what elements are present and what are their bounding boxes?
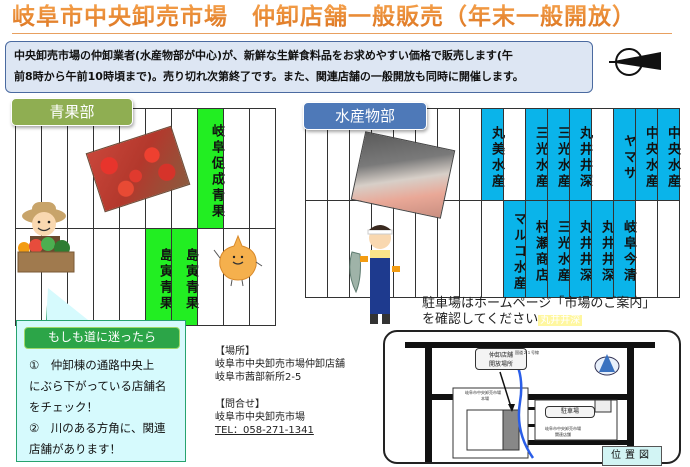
fish-stall: 三光水産: [525, 108, 548, 201]
map-label-related-l2: 関連店舗: [555, 432, 571, 437]
produce-stall-empty: [119, 228, 146, 326]
produce-stall: 島寅青果: [171, 228, 198, 326]
map-label-shop-line2: 開放場所: [488, 361, 513, 368]
fish-stall: 村瀬商店: [525, 200, 548, 298]
fish-stall-empty: [459, 108, 482, 201]
callout-line: にぶら下がっている店舗名: [29, 379, 167, 393]
fish-stall: 丸井井深: [569, 200, 592, 298]
parking-note: 駐車場はホームページ「市場のご案内」 を確認してください丸井井深: [422, 296, 682, 329]
fish-stall: マルコ水産: [503, 200, 526, 298]
map-label-shop-area: 仲卸店舗 開放場所: [475, 348, 527, 370]
place-heading: 【場所】: [215, 346, 255, 357]
location-contact-block: 【場所】 岐阜市中央卸売市場仲卸店舗 岐阜市茜部新所2-5 【問合せ】 岐阜市中…: [215, 345, 385, 437]
contact-heading: 【問合せ】: [215, 399, 265, 410]
callout-line: ① 仲卸棟の通路中央上: [29, 358, 155, 372]
map-label-parking: 駐車場: [545, 406, 595, 418]
map-caption: 位置図: [602, 446, 662, 466]
fish-stall-empty: [635, 200, 658, 298]
fish-stall: 丸美水産: [481, 108, 504, 201]
fish-stall: 丸井井深: [591, 200, 614, 298]
produce-stall-empty: [223, 108, 250, 229]
onion-mascot-illustration: [213, 234, 263, 287]
callout-heading: もしも道に迷ったら: [24, 327, 180, 349]
page-title: 岐阜市中央卸売市場 仲卸店舗一般販売（年末一般開放）: [12, 2, 672, 34]
info-line-2: 前8時から午前10時頃まで)。売り切れ次第終了です。また、関連店舗の一般開放も同…: [14, 70, 524, 83]
fish-stall-empty: [481, 200, 504, 298]
farmer-illustration: [17, 202, 75, 273]
info-line-1: 中央卸売市場の仲卸業者(水産物部が中心)が、新鮮な生鮮食料品をお求めやすい価格で…: [14, 49, 513, 62]
fish-stall-empty: [327, 200, 350, 298]
fish-stall: 丸井井深: [569, 108, 592, 201]
map-label-market-l1: 岐阜市中央卸売市場: [465, 390, 501, 395]
map-label-market-l2: 本場: [481, 396, 489, 401]
fish-stall-empty: [657, 200, 680, 298]
fish-stall-empty: [305, 200, 328, 298]
parking-line-1: 駐車場はホームページ「市場のご案内」: [422, 296, 656, 311]
parking-line-2: を確認してください: [422, 312, 539, 327]
map-label-road: 国道２１号線: [515, 350, 539, 355]
place-address: 岐阜市茜部新所2-5: [215, 372, 302, 383]
produce-stall-empty: [93, 228, 120, 326]
fish-stall-empty: [459, 200, 482, 298]
section-label-produce: 青果部: [11, 98, 133, 126]
produce-stall: 島寅青果: [145, 228, 172, 326]
location-map: 仲卸店舗 開放場所 駐車場 岐阜市中央卸売市場 本場 岐阜市中央卸売市場 関連店…: [383, 330, 681, 464]
callout-line: ② 川のある方角に、関連: [29, 421, 166, 435]
place-name: 岐阜市中央卸売市場仲卸店舗: [215, 359, 345, 370]
map-label-related-l1: 岐阜市中央卸売市場: [545, 426, 581, 431]
phone-link[interactable]: TEL：058-271-1341: [215, 425, 314, 436]
north-arrow-icon: [609, 48, 661, 76]
callout-line: 店舗があります！: [29, 442, 121, 456]
fish-stall-empty: [591, 108, 614, 201]
produce-stall-empty: [249, 108, 276, 229]
fish-stall: 岐阜今清: [613, 200, 636, 298]
fish-stall: 中央水産: [635, 108, 658, 201]
fish-stall: 三光水産: [547, 108, 570, 201]
parking-highlight: 丸井井深: [538, 315, 583, 326]
info-box: 中央卸売市場の仲卸業者(水産物部が中心)が、新鮮な生鮮食料品をお求めやすい価格で…: [5, 41, 593, 93]
fisherman-illustration: [349, 225, 400, 324]
produce-stall: 岐阜促成青果: [197, 108, 224, 229]
fish-stall: 三光水産: [547, 200, 570, 298]
callout-line: をチェック！: [29, 400, 98, 414]
fish-stall-empty: [503, 108, 526, 201]
contact-name: 岐阜市中央卸売市場: [215, 412, 305, 423]
map-label-shop-line1: 仲卸店舗: [488, 352, 513, 359]
fish-stall: ヤマサ: [613, 108, 636, 201]
fish-stall: 中央水産: [657, 108, 680, 201]
section-label-seafood: 水産物部: [303, 102, 427, 130]
